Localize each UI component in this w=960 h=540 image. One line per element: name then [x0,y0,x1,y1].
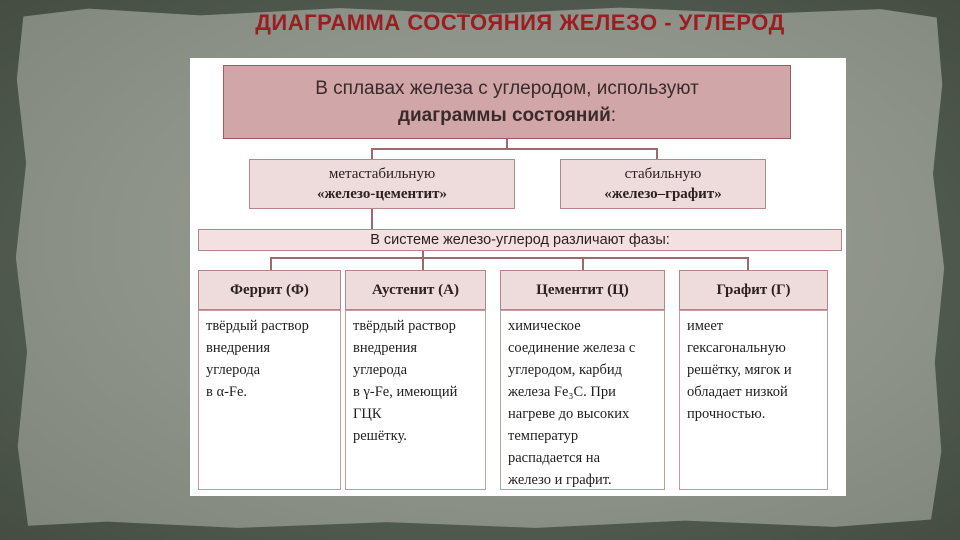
desc-line: углерода [353,362,408,378]
diagram-term: диаграммы состояний [397,105,611,126]
phase-ferrite-description: твёрдый раствор внедрения углерода в α-F… [198,310,341,490]
stable-box: стабильную «железо–графит» [560,159,766,209]
desc-line: углеродом, карбид [508,362,623,378]
phases-bar: В системе железо-углерод различают фазы: [198,229,842,251]
desc-line: твёрдый раствор [353,318,456,334]
desc-line: в γ-Fe, имеющий [353,384,458,400]
desc-line: железа Fe₃C. При [508,384,616,400]
desc-line: температур [508,428,579,444]
stable-label: стабильную [624,166,702,182]
desc-line: нагреве до высоких [508,406,630,422]
phase-austenite-description: твёрдый раствор внедрения углерода в γ-F… [345,310,486,490]
connector-to-ferrite [270,257,272,270]
slide-title: ДИАГРАММА СОСТОЯНИЯ ЖЕЛЕЗО - УГЛЕРОД [255,10,785,35]
connector-to-austenite [422,257,424,270]
phase-cementite-header: Цементит (Ц) [500,270,665,310]
connector-to-metastable [371,148,373,159]
desc-line: решётку. [353,428,407,444]
connector-split [371,148,657,150]
stable-name: «железо–графит» [604,186,722,202]
desc-line: химическое [508,318,581,334]
desc-line: внедрения [353,340,418,356]
alloys-text-line2: диаграммы состояний: [398,102,616,129]
desc-line: имеет [687,318,724,334]
phase-graphite-description: имеет гексагональную решётку, мягок и об… [679,310,828,490]
connector-phases-to-split [422,251,424,258]
metastable-label: метастабильную [328,166,436,182]
alloys-diagram-box: В сплавах железа с углеродом, используют… [223,65,791,139]
desc-line: ГЦК [353,406,382,422]
desc-line: соединение железа с [508,340,636,356]
metastable-name: «железо-цементит» [316,186,448,202]
colon: : [610,105,617,126]
desc-line: внедрения [206,340,271,356]
desc-line: углерода [206,362,261,378]
desc-line: гексагональную [687,340,786,356]
desc-line: твёрдый раствор [206,318,309,334]
metastable-box: метастабильную «железо-цементит» [249,159,515,209]
connector-to-stable [656,148,658,159]
phase-austenite-header: Аустенит (А) [345,270,486,310]
connector-metastable-to-phases [371,209,373,229]
desc-line: решётку, мягок и [687,362,792,378]
diagram-panel: В сплавах железа с углеродом, используют… [190,58,846,496]
connector-to-cementite [582,257,584,270]
alloys-text-line1: В сплавах железа с углеродом, используют [315,78,699,99]
phase-graphite-header: Графит (Г) [679,270,828,310]
phase-cementite-description: химическое соединение железа с углеродом… [500,310,665,490]
connector-to-graphite [747,257,749,270]
phase-ferrite-header: Феррит (Ф) [198,270,341,310]
desc-line: железо и графит. [508,472,612,488]
desc-line: прочностью. [687,406,766,422]
desc-line: распадается на [508,450,601,466]
connector-top-to-split [506,139,508,149]
connector-phase-split [270,257,748,259]
desc-line: обладает низкой [687,384,788,400]
desc-line: в α-Fe. [206,384,248,400]
